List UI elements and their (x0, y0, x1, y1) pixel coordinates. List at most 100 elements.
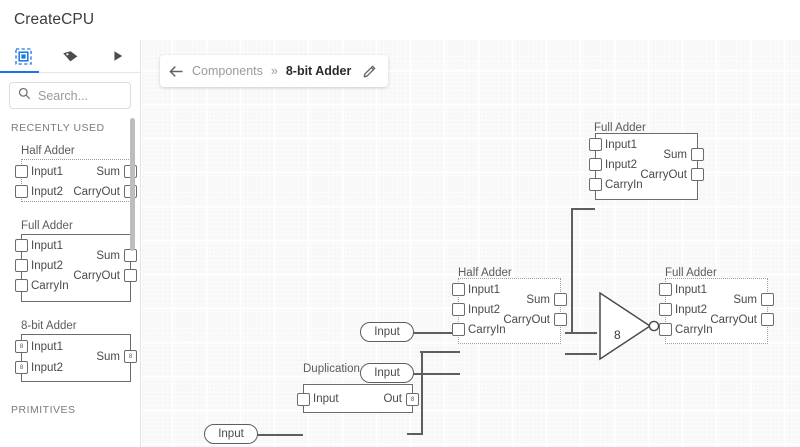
pin-input1[interactable] (589, 138, 602, 151)
input-pill-1[interactable]: Input (360, 322, 414, 342)
breadcrumb-root[interactable]: Components (192, 64, 263, 78)
pin-input1[interactable] (659, 283, 672, 296)
search-placeholder: Search... (38, 88, 89, 103)
tab-components[interactable] (0, 40, 47, 73)
pin-label: Input2 (31, 186, 63, 198)
tab-run[interactable] (94, 40, 140, 73)
rename-button[interactable] (363, 64, 377, 78)
sidebar-component-body: 8 Input1 8 Input2 8 Sum (15, 334, 137, 382)
node-title: Full Adder (594, 122, 646, 134)
tab-tags[interactable] (47, 40, 94, 73)
sidebar-component-8bit-adder[interactable]: 8-bit Adder 8 Input1 8 Input2 8 Sum (0, 320, 140, 382)
pin-label: Out (383, 393, 402, 405)
pin-sum[interactable] (124, 249, 137, 262)
pin-input2[interactable] (15, 185, 28, 198)
sidebar-component-body: Input1 Input2 CarryIn Sum CarryOut (15, 234, 137, 302)
wire-duplication-to-input2 (420, 350, 460, 353)
pin-label: Input1 (31, 166, 63, 178)
node-body: Input1 Input2 CarryIn Sum CarryOut (452, 278, 567, 344)
pin-label: Input (313, 393, 339, 405)
bus-width-label: 8 (19, 364, 24, 371)
pin-input2[interactable]: 8 (15, 361, 28, 374)
pin-label: CarryIn (605, 179, 643, 191)
input-pill-2[interactable]: Input (360, 363, 414, 383)
sidebar-component-body: Input1 Input2 Sum CarryOut (15, 159, 137, 202)
search-icon (18, 87, 31, 105)
bus-width-label: 8 (410, 396, 415, 403)
schematic-canvas[interactable]: Components » 8-bit Adder (142, 40, 800, 447)
node-body: Input1 Input2 CarryIn Sum CarryOut (659, 278, 774, 344)
pin-sum[interactable] (554, 293, 567, 306)
pin-label: Sum (96, 250, 120, 262)
pin-label: Input1 (468, 284, 500, 296)
pin-carryout[interactable] (691, 168, 704, 181)
pin-carryout[interactable] (554, 313, 567, 326)
sidebar-component-title: 8-bit Adder (21, 320, 77, 332)
title-bar: CreateCPU (0, 0, 800, 40)
wire-to-fulladder-top-input2 (571, 207, 595, 210)
pin-label: Input2 (468, 304, 500, 316)
pin-input2[interactable] (452, 303, 465, 316)
not-gate-icon (599, 291, 659, 361)
pin-input1[interactable]: 8 (15, 340, 28, 353)
pin-label: CarryIn (675, 324, 713, 336)
node-title: Duplication (303, 363, 360, 375)
sidebar-component-full-adder[interactable]: Full Adder Input1 Input2 CarryIn Sum Car… (0, 220, 140, 302)
sidebar-component-half-adder[interactable]: Half Adder Input1 Input2 Sum CarryOut (0, 145, 140, 202)
pin-label: Input1 (31, 341, 63, 353)
pin-input[interactable] (297, 393, 310, 406)
pin-carryout[interactable] (124, 269, 137, 282)
sidebar: Search... RECENTLY USED Half Adder Input… (0, 40, 141, 447)
pin-sum[interactable] (761, 293, 774, 306)
search-input[interactable]: Search... (9, 82, 131, 109)
pin-label: CarryOut (710, 314, 757, 326)
pin-out[interactable]: 8 (406, 393, 419, 406)
section-primitives: PRIMITIVES (11, 404, 76, 416)
pin-label: Sum (96, 351, 120, 363)
pin-label: CarryOut (73, 270, 120, 282)
wire-halfadder-carryout-h (565, 352, 597, 355)
pin-carryin[interactable] (659, 323, 672, 336)
pin-label: Sum (733, 294, 757, 306)
pin-input1[interactable] (15, 239, 28, 252)
pin-input2[interactable] (15, 259, 28, 272)
pin-sum[interactable]: 8 (124, 350, 137, 363)
pin-carryin[interactable] (15, 279, 28, 292)
pin-carryout[interactable] (761, 313, 774, 326)
pin-sum[interactable] (691, 148, 704, 161)
not-gate-label: 8 (614, 328, 621, 342)
sidebar-component-title: Half Adder (21, 145, 75, 157)
wire-duplication-out-h (407, 432, 423, 435)
breadcrumb-current: 8-bit Adder (285, 64, 352, 78)
pin-input2[interactable] (589, 158, 602, 171)
bus-width-label: 8 (128, 353, 133, 360)
pin-label: Input1 (675, 284, 707, 296)
bus-width-label: 8 (19, 343, 24, 350)
pin-carryin[interactable] (452, 323, 465, 336)
wire-input3-to-duplication (248, 433, 303, 436)
pin-input1[interactable] (452, 283, 465, 296)
pin-label: Input1 (31, 240, 63, 252)
pin-label: Input2 (31, 362, 63, 374)
back-button[interactable] (169, 65, 184, 78)
pin-carryin[interactable] (589, 178, 602, 191)
wire-halfadder-sum-h (565, 331, 597, 334)
pin-label: Sum (663, 149, 687, 161)
breadcrumb: Components » 8-bit Adder (160, 55, 389, 87)
wire-input2-to-halfadder-carryin (398, 372, 460, 375)
pin-input1[interactable] (15, 165, 28, 178)
sidebar-scrollbar[interactable] (130, 118, 135, 251)
search-area: Search... (0, 73, 140, 109)
input-pill-label: Input (374, 326, 400, 338)
node-body: Input1 Input2 CarryIn Sum CarryOut (589, 133, 704, 200)
input-pill-label: Input (218, 428, 244, 440)
input-pill-3[interactable]: Input (204, 424, 258, 444)
node-title: Half Adder (458, 267, 512, 279)
wire-duplication-out-v (420, 351, 423, 434)
pin-label: Input2 (675, 304, 707, 316)
pin-label: CarryIn (468, 324, 506, 336)
pin-input2[interactable] (659, 303, 672, 316)
pin-label: CarryOut (640, 169, 687, 181)
breadcrumb-separator: » (270, 64, 278, 78)
